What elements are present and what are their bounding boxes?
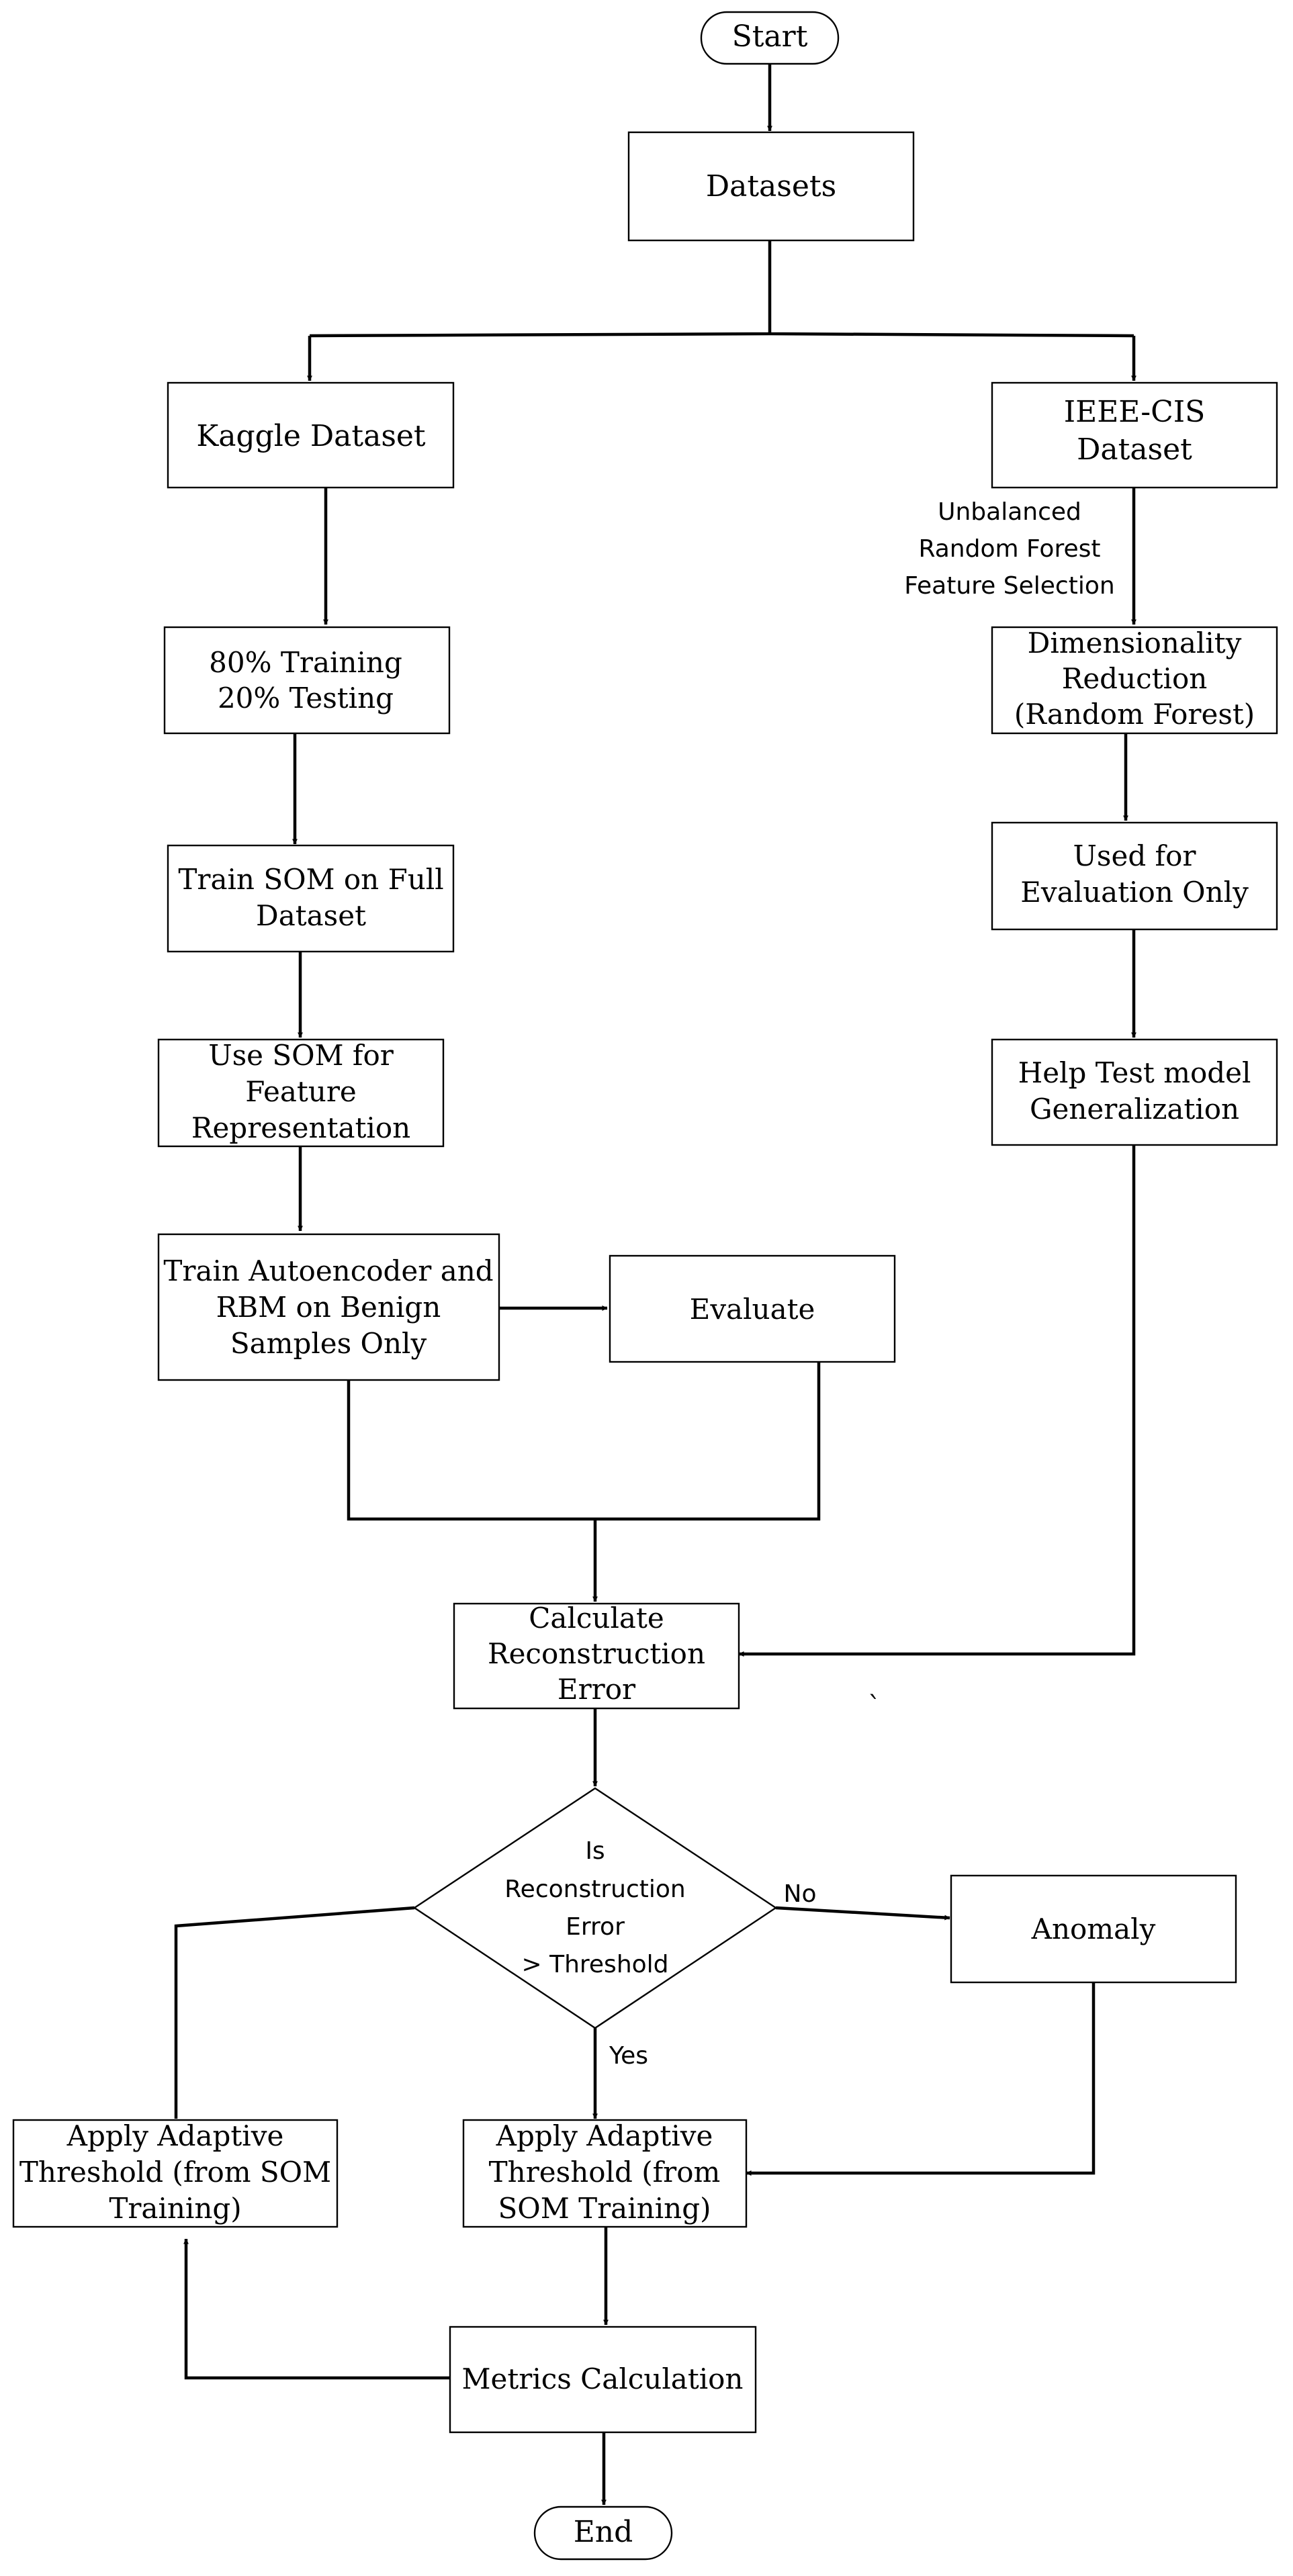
adaptive-center-line-2: Threshold (from [489, 2156, 721, 2189]
adaptive-left-line-1: Apply Adaptive [66, 2119, 284, 2152]
node-adaptive-threshold-left: Apply Adaptive Threshold (from SOM Train… [12, 2119, 339, 2228]
end-label: End [574, 2515, 633, 2549]
node-train-autoencoder: Train Autoencoder and RBM on Benign Samp… [157, 1233, 500, 1381]
node-adaptive-threshold-center: Apply Adaptive Threshold (from SOM Train… [462, 2119, 748, 2228]
edge-datasets-split [309, 240, 1134, 338]
split-line-2: 20% Testing [218, 682, 394, 715]
ieee-edge-note: Unbalanced Random Forest Feature Selecti… [904, 498, 1114, 600]
node-train-som: Train SOM on Full Dataset [167, 844, 455, 953]
edges [174, 64, 1136, 2505]
helptest-line-2: Generalization [1030, 1093, 1239, 1125]
node-calculate-error: Calculate Reconstruction Error [453, 1602, 740, 1710]
edge-anomaly-adaptive [746, 1982, 1096, 2176]
kaggle-label: Kaggle Dataset [196, 419, 426, 453]
decision-line-4: > Threshold [521, 1951, 668, 1978]
trainsom-line-2: Dataset [256, 899, 366, 932]
no-label: No [784, 1880, 817, 1908]
adaptive-center-line-1: Apply Adaptive [496, 2119, 713, 2152]
decision-line-1: Is [585, 1837, 605, 1865]
node-kaggle-dataset: Kaggle Dataset [167, 381, 455, 489]
helptest-line-1: Help Test model [1018, 1056, 1251, 1089]
trainsom-line-1: Train SOM on Full [178, 863, 443, 896]
edge-decision-left [174, 1906, 415, 2119]
evalonly-line-2: Evaluation Only [1020, 876, 1249, 909]
ieee-line-1: IEEE-CIS [1064, 395, 1206, 429]
ieee-line-2: Dataset [1077, 432, 1192, 467]
evaluate-label: Evaluate [690, 1293, 815, 1326]
trainae-line-1: Train Autoencoder and [163, 1254, 493, 1287]
note-line-1: Unbalanced [938, 498, 1081, 526]
node-train-test-split: 80% Training 20% Testing [163, 626, 451, 735]
node-evaluation-only: Used for Evaluation Only [991, 821, 1278, 931]
dimred-line-2: Reduction [1062, 662, 1208, 695]
yes-label: Yes [609, 2042, 648, 2070]
stray-mark: ` [868, 1692, 881, 1722]
usesom-line-3: Representation [191, 1111, 410, 1144]
calc-line-1: Calculate [529, 1602, 664, 1635]
decision-line-2: Reconstruction [504, 1876, 685, 1903]
node-decision: Is Reconstruction Error > Threshold [412, 1787, 778, 2029]
usesom-line-2: Feature [245, 1075, 357, 1108]
trainae-line-2: RBM on Benign [216, 1291, 441, 1324]
node-datasets: Datasets [627, 131, 915, 242]
node-start: Start [700, 11, 840, 65]
calc-line-3: Error [558, 1673, 636, 1706]
node-ieee-dataset: IEEE-CIS Dataset [991, 381, 1278, 489]
node-metrics-calculation: Metrics Calculation [449, 2326, 757, 2434]
metrics-label: Metrics Calculation [462, 2362, 744, 2395]
note-line-2: Random Forest [919, 535, 1101, 563]
adaptive-left-line-2: Threshold (from SOM [19, 2156, 331, 2189]
node-evaluate: Evaluate [609, 1254, 896, 1363]
note-line-3: Feature Selection [904, 572, 1114, 600]
split-line-1: 80% Training [209, 646, 402, 679]
decision-line-3: Error [566, 1913, 625, 1941]
evalonly-line-1: Used for [1073, 839, 1197, 872]
anomaly-label: Anomaly [1031, 1913, 1156, 1945]
adaptive-center-line-3: SOM Training) [498, 2192, 711, 2225]
trainae-line-3: Samples Only [230, 1327, 427, 1360]
node-use-som: Use SOM for Feature Representation [157, 1038, 445, 1148]
edge-metrics-adaptive-left [183, 2238, 450, 2380]
adaptive-left-line-3: Training) [109, 2192, 241, 2225]
node-dimensionality-reduction: Dimensionality Reduction (Random Forest) [991, 626, 1278, 735]
datasets-label: Datasets [706, 169, 836, 203]
node-anomaly: Anomaly [950, 1874, 1237, 1984]
node-end: End [533, 2505, 673, 2561]
node-help-test: Help Test model Generalization [991, 1038, 1278, 1146]
dimred-line-1: Dimensionality [1028, 627, 1242, 659]
dimred-line-3: (Random Forest) [1014, 698, 1255, 731]
start-label: Start [732, 19, 808, 54]
calc-line-2: Reconstruction [488, 1637, 705, 1670]
edge-merge-to-calc [347, 1361, 821, 1602]
edge-helptest-calc [738, 1145, 1136, 1657]
edge-decision-no [775, 1906, 950, 1921]
usesom-line-1: Use SOM for [208, 1039, 394, 1072]
